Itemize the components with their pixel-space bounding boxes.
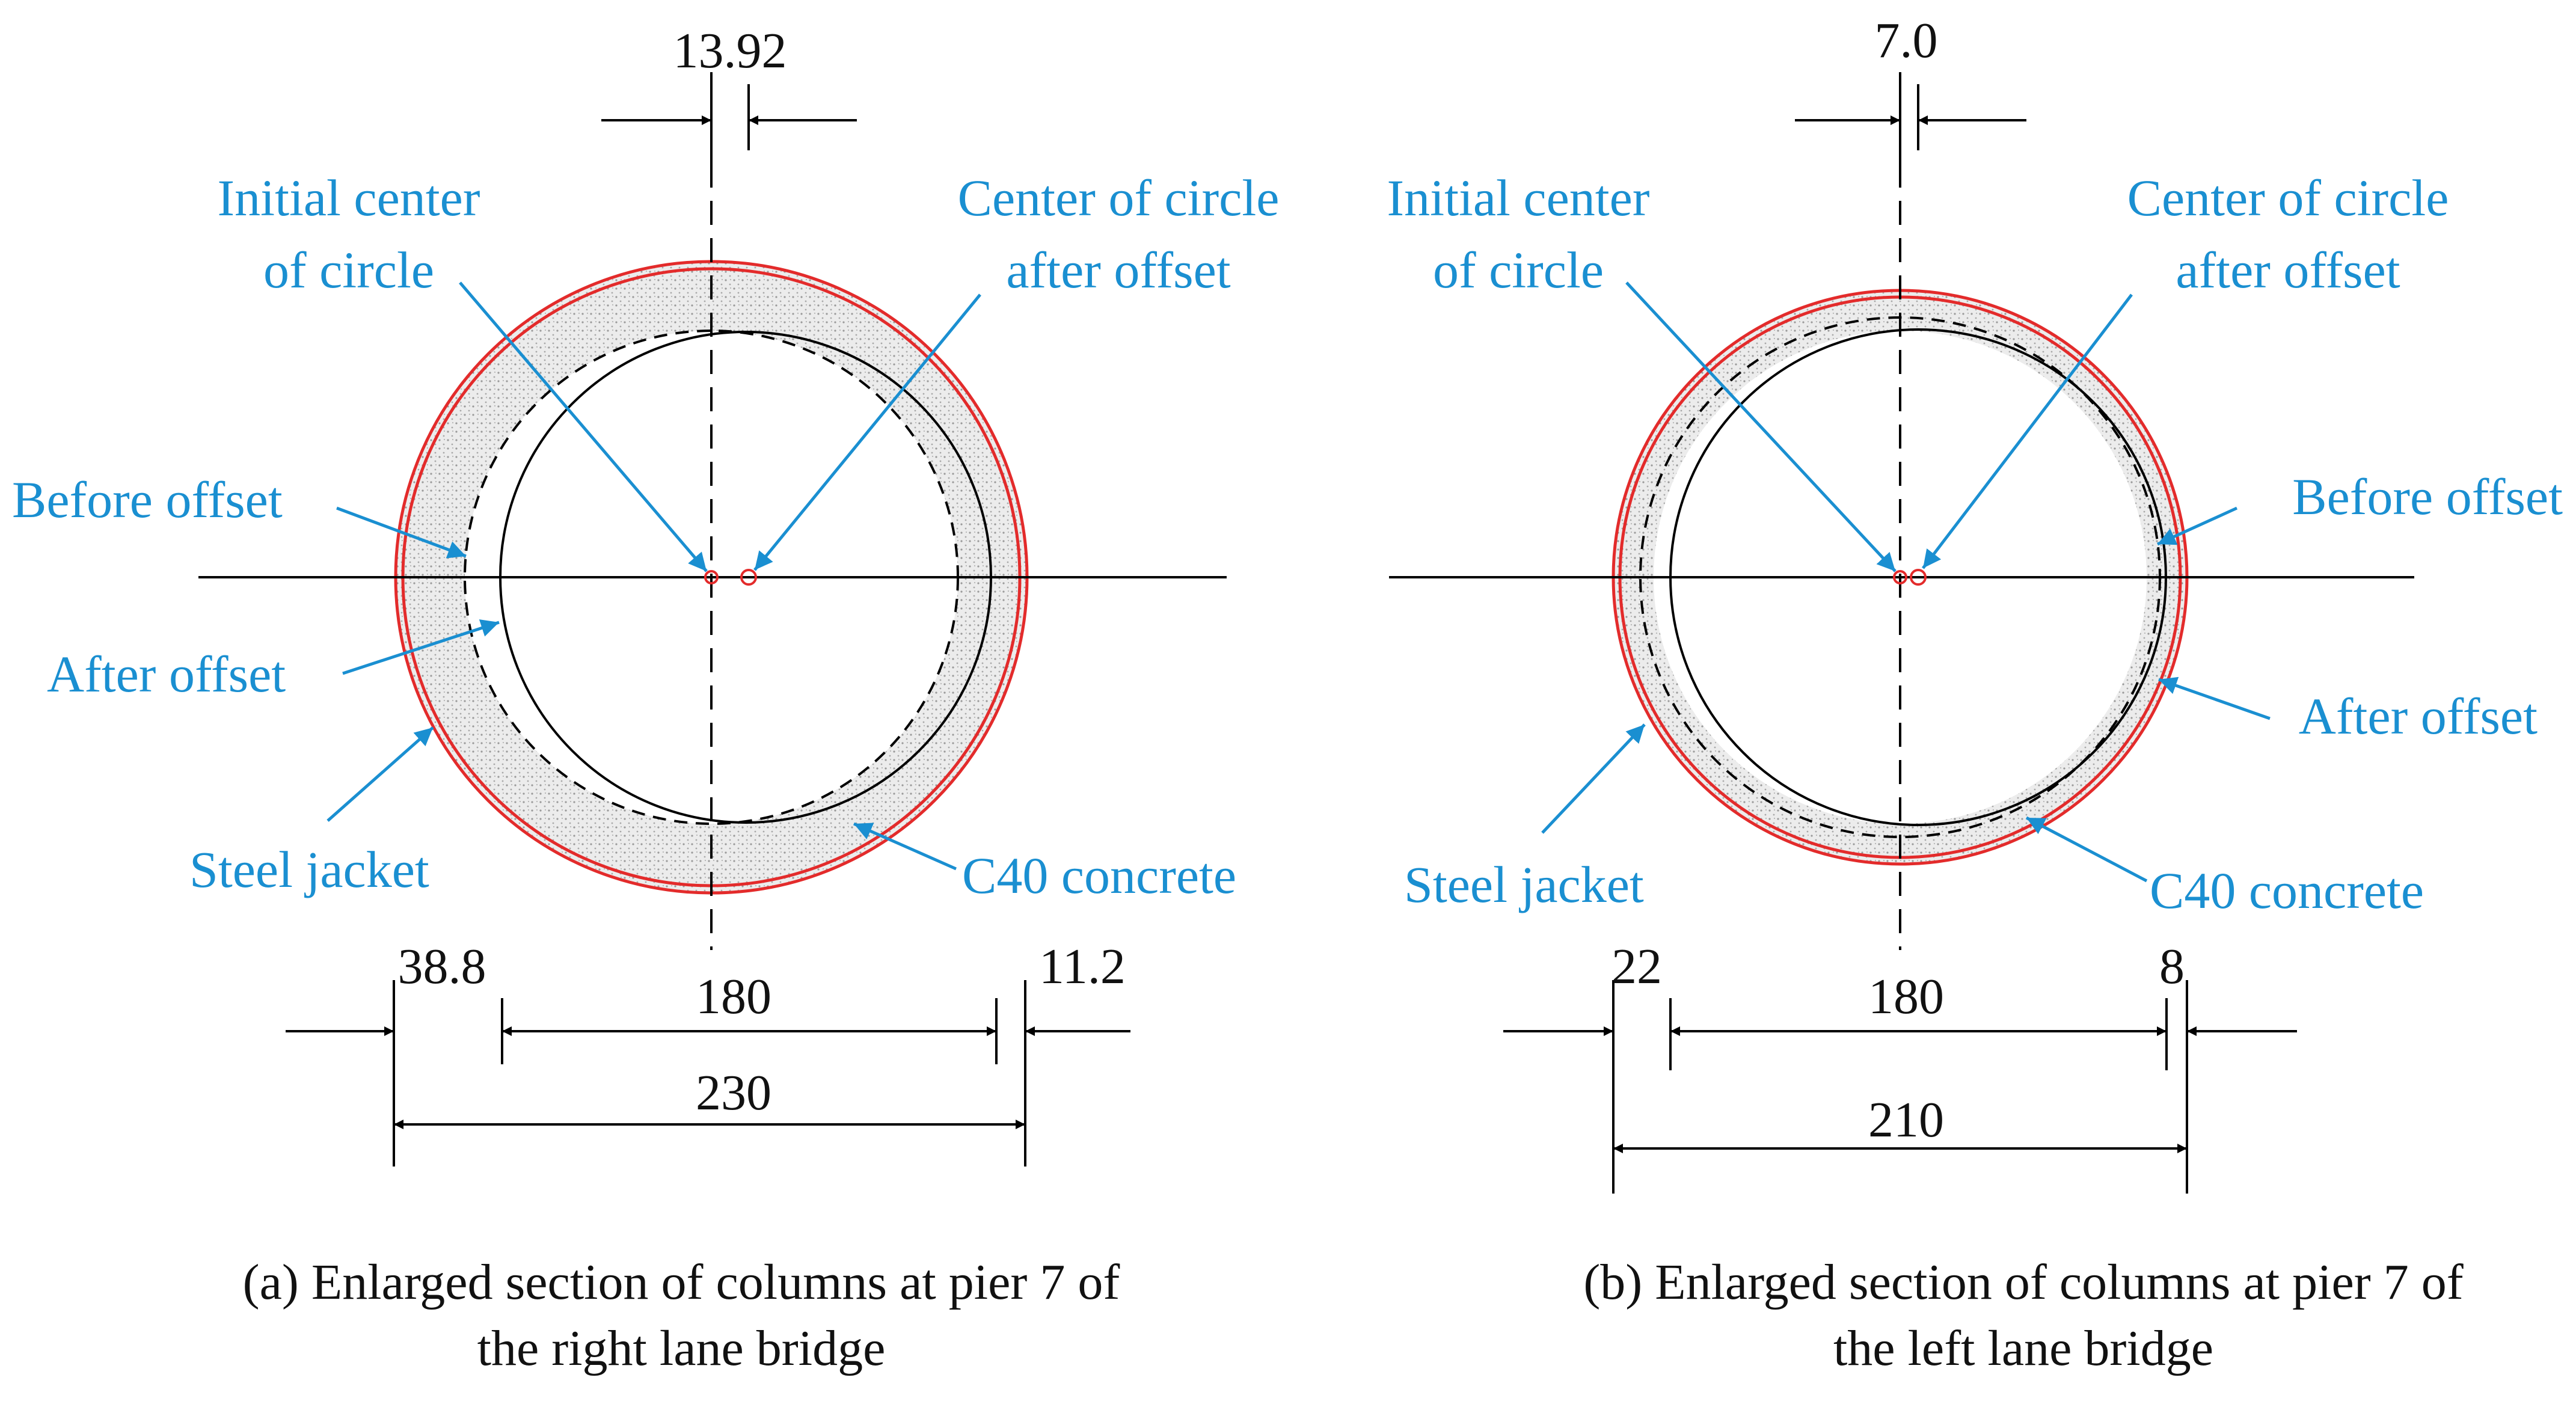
dim-left-a: 38.8 [398, 939, 486, 995]
label-concrete-b: C40 concrete [2150, 862, 2424, 919]
pointer-after-offset-a [342, 619, 500, 675]
pointer-concrete-a [853, 822, 957, 871]
label-steel-jacket-b: Steel jacket [1404, 856, 1644, 913]
initial-center-a [704, 570, 719, 584]
dim-outer-a: 230 [696, 1065, 771, 1121]
label-after-offset-b: After offset [2299, 687, 2538, 745]
caption-b-line-2: the left lane bridge [1833, 1320, 2213, 1376]
label-initial-center-a-1: Initial center [218, 169, 480, 227]
panel-b: 7.0 Initial center of circle Center of c… [1387, 13, 2563, 1376]
label-initial-center-b-2: of circle [1433, 241, 1604, 299]
pointer-concrete-b [2025, 816, 2148, 883]
label-before-offset-a: Before offset [12, 471, 283, 529]
label-center-after-b-2: after offset [2176, 241, 2400, 299]
dim-outer-b: 210 [1868, 1092, 1944, 1148]
dim-left-b: 22 [1612, 939, 1662, 995]
offset-center-b [1910, 569, 1927, 586]
pointer-initial-center-b [1625, 281, 1897, 572]
pointer-center-after-b [1922, 293, 2133, 569]
label-center-after-a-1: Center of circle [958, 169, 1280, 227]
label-center-after-b-1: Center of circle [2127, 169, 2449, 227]
label-after-offset-a: After offset [47, 645, 286, 703]
pointer-center-after-a [753, 293, 981, 571]
caption-a-line-2: the right lane bridge [477, 1320, 886, 1376]
dim-right-b: 8 [2159, 939, 2185, 995]
dim-inner-b: 180 [1868, 969, 1944, 1025]
top-dim-a: 13.92 [673, 23, 787, 79]
offset-center-a [740, 569, 757, 586]
pointer-steel-jacket-a [327, 726, 434, 822]
label-concrete-a: C40 concrete [962, 847, 1236, 904]
dim-right-a: 11.2 [1039, 939, 1126, 995]
initial-center-b [1893, 570, 1907, 584]
top-dim-b: 7.0 [1875, 13, 1938, 69]
dim-inner-a: 180 [696, 969, 771, 1025]
caption-a-line-1: (a) Enlarged section of columns at pier … [243, 1254, 1120, 1310]
label-initial-center-b-1: Initial center [1387, 169, 1650, 227]
pointer-before-offset-b [2156, 506, 2238, 546]
label-before-offset-b: Before offset [2292, 468, 2563, 526]
pointer-before-offset-a [336, 506, 467, 559]
pointer-initial-center-a [459, 281, 708, 572]
caption-b-line-1: (b) Enlarged section of columns at pier … [1583, 1254, 2463, 1310]
pointer-steel-jacket-b [1541, 723, 1646, 834]
label-center-after-a-2: after offset [1006, 241, 1230, 299]
label-initial-center-a-2: of circle [263, 241, 434, 299]
pointer-after-offset-b [2158, 676, 2271, 720]
panel-a: 13.92 Initial center of circle Center of… [12, 23, 1279, 1376]
label-steel-jacket-a: Steel jacket [189, 841, 429, 898]
